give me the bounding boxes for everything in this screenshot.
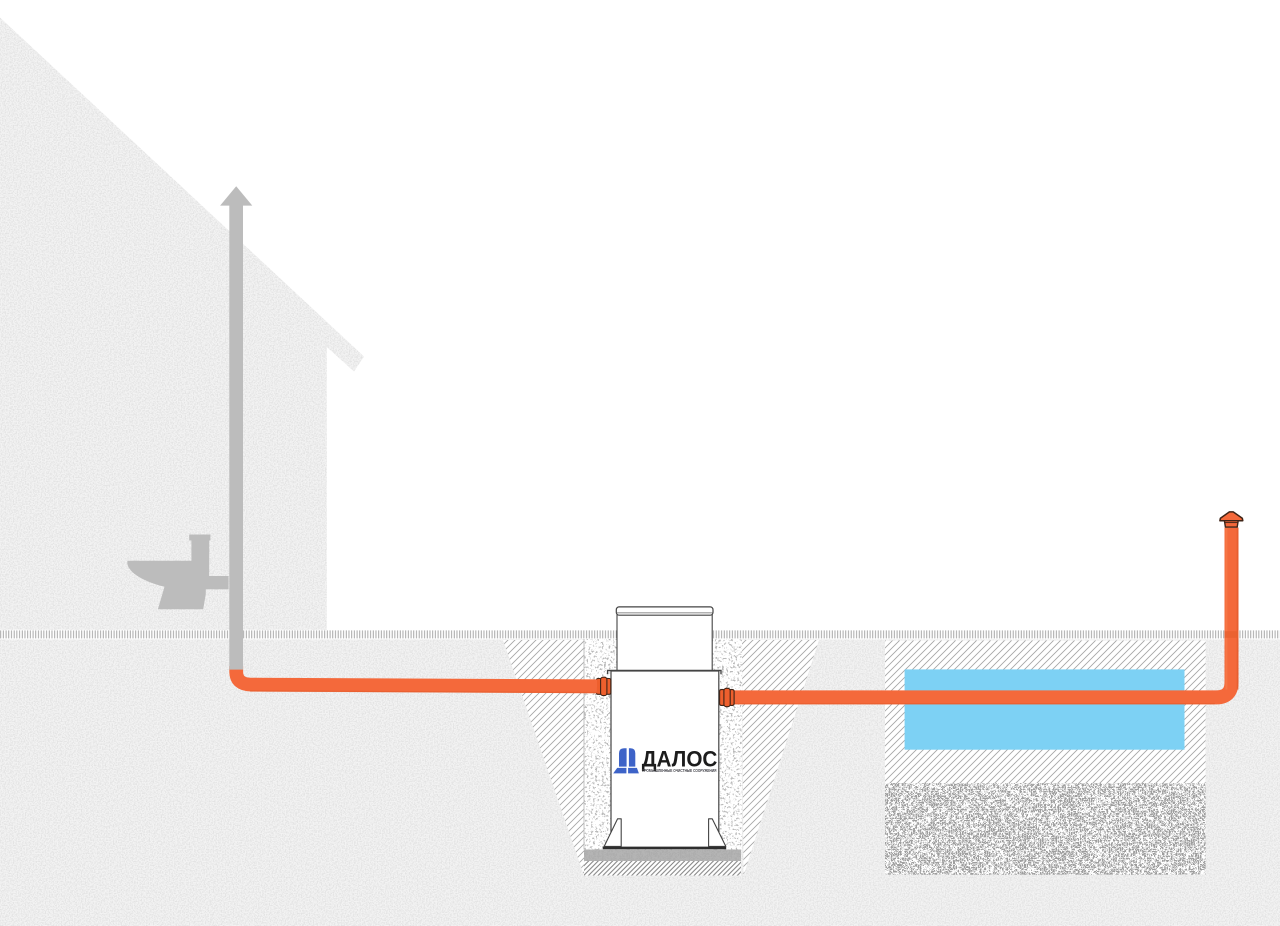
svg-text:ДАЛОС: ДАЛОС bbox=[642, 747, 718, 772]
svg-text:ПРОМЫШЛЕННЫЕ ОЧИСТНЫЕ СООРУЖЕН: ПРОМЫШЛЕННЫЕ ОЧИСТНЫЕ СООРУЖЕНИЯ bbox=[642, 768, 717, 773]
